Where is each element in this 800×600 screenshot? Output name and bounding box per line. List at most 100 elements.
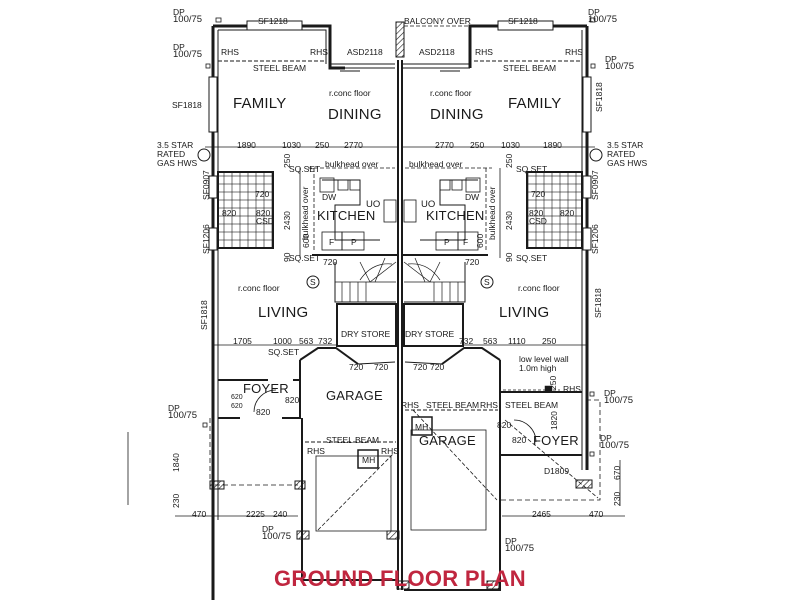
window-sf1206-right: SF1206 — [590, 224, 600, 254]
dim-600-vertical: 600 — [475, 233, 485, 248]
dishwasher-label: DW — [322, 192, 337, 202]
room-dry-store-left: DRY STORE — [341, 329, 391, 339]
door-720: 720 — [374, 362, 389, 372]
bulkhead-note-vertical: bulkhead over — [300, 186, 310, 240]
dim-470: 470 — [589, 509, 604, 519]
downpipe-size: 100/75 — [168, 410, 198, 421]
steel-beam-label: STEEL BEAM — [505, 400, 559, 410]
downpipe-size: 100/75 — [505, 543, 535, 554]
downpipe-size: 100/75 — [173, 14, 203, 25]
dim-732: 732 — [318, 336, 333, 346]
downpipe-label: DP — [505, 536, 517, 546]
dim-2225: 2225 — [246, 509, 265, 519]
hws-note-line2: RATED — [157, 149, 186, 159]
downpipe-label: DP — [173, 7, 185, 17]
room-kitchen-left: KITCHEN — [317, 208, 376, 223]
dim-1890: 1890 — [543, 140, 562, 150]
steel-beam-label: STEEL BEAM — [503, 63, 557, 73]
door-820: 820 — [512, 435, 527, 445]
csd-label: CSD — [256, 216, 274, 226]
room-kitchen-right: KITCHEN — [426, 208, 485, 223]
manhole-label: MH — [362, 455, 376, 465]
hws-note-line1: 3.5 STAR — [157, 140, 194, 150]
window-sf1818-right: SF1818 — [594, 82, 604, 112]
downpipe-label: DP — [604, 388, 616, 398]
window-asd2118-right: ASD2118 — [419, 47, 455, 57]
room-living-right: LIVING — [499, 304, 550, 321]
sq-set-label: SQ.SET — [516, 253, 548, 263]
fridge-label: F — [463, 237, 469, 247]
floor-note-living-right: r.conc floor — [518, 283, 560, 293]
dim-230-vertical: 230 — [171, 493, 181, 508]
room-dry-store-right: DRY STORE — [405, 329, 455, 339]
dim-1705: 1705 — [233, 336, 252, 346]
dim-90-vertical: 90 — [282, 252, 292, 262]
door-820: 820 — [222, 208, 237, 218]
room-family-right: FAMILY — [508, 95, 562, 112]
door-720: 720 — [349, 362, 364, 372]
dim-1030: 1030 — [282, 140, 301, 150]
floor-note-upper-right: r.conc floor — [430, 88, 472, 98]
door-620: 620 — [231, 394, 243, 401]
bulkhead-note: bulkhead over — [325, 159, 379, 169]
page-title: GROUND FLOOR PLAN — [274, 566, 526, 591]
door-720: 720 — [323, 257, 338, 267]
dim-1030: 1030 — [501, 140, 520, 150]
window-sf1218-left: SF1218 — [258, 16, 288, 26]
door-820: 820 — [497, 420, 512, 430]
sq-set-label: SQ.SET — [516, 164, 548, 174]
dim-1000: 1000 — [273, 336, 292, 346]
dim-470: 470 — [192, 509, 207, 519]
dim-1890: 1890 — [237, 140, 256, 150]
dim-90-vertical: 90 — [504, 252, 514, 262]
steel-beam-label: STEEL BEAM — [326, 435, 380, 445]
pantry-label: P — [444, 237, 450, 247]
window-sf1218-right: SF1218 — [508, 16, 538, 26]
door-720: 720 — [465, 257, 480, 267]
downpipe-size: 100/75 — [600, 440, 630, 451]
pantry-label: P — [351, 237, 357, 247]
sq-set-label: SQ.SET — [289, 253, 321, 263]
downpipe-size: 100/75 — [604, 395, 634, 406]
room-garage-right: GARAGE — [419, 433, 476, 448]
rhs-label: RHS — [310, 47, 328, 57]
window-sf1818-living-right: SF1818 — [593, 288, 603, 318]
dim-732: 732 — [459, 336, 474, 346]
hws-note-line1: 3.5 STAR — [607, 140, 644, 150]
dim-1110: 1110 — [508, 336, 526, 346]
room-living-left: LIVING — [258, 304, 309, 321]
balcony-over-note: BALCONY OVER — [404, 16, 471, 26]
rhs-label: RHS — [381, 446, 399, 456]
csd-label: CSD — [529, 216, 547, 226]
room-foyer-left: FOYER — [243, 381, 289, 396]
dim-2770: 2770 — [435, 140, 454, 150]
rhs-label: RHS — [565, 47, 583, 57]
floor-note-living-left: r.conc floor — [238, 283, 280, 293]
downpipe-label: DP — [168, 403, 180, 413]
door-820: 820 — [256, 208, 271, 218]
door-620: 620 — [231, 403, 243, 410]
dim-563: 563 — [483, 336, 498, 346]
dishwasher-label: DW — [465, 192, 480, 202]
door-d1809: D1809 — [544, 466, 570, 476]
downpipe-label: DP — [605, 54, 617, 64]
door-720: 720 — [531, 189, 546, 199]
low-wall-note-line2: 1.0m high — [519, 363, 557, 373]
bulkhead-note-vertical: bulkhead over — [487, 186, 497, 240]
dim-250-vertical: 250 — [282, 153, 292, 168]
room-dining-right: DINING — [430, 106, 484, 123]
dim-240: 240 — [273, 509, 288, 519]
hws-note-line2: RATED — [607, 149, 636, 159]
door-820: 820 — [529, 208, 544, 218]
downpipe-size: 100/75 — [262, 531, 292, 542]
dim-670-vertical: 670 — [612, 465, 622, 480]
downpipe-label: DP — [262, 524, 274, 534]
window-sf1206-left: SF1206 — [201, 224, 211, 254]
dim-250-vertical: 250 — [504, 153, 514, 168]
smoke-detector-icon: S — [310, 277, 316, 287]
window-sf1818-living-left: SF1818 — [199, 300, 209, 330]
low-wall-note-line1: low level wall — [519, 354, 569, 364]
rhs-label: RHS — [480, 400, 498, 410]
sq-set-label: SQ.SET — [289, 164, 321, 174]
dim-2430-vertical: 2430 — [504, 211, 514, 230]
